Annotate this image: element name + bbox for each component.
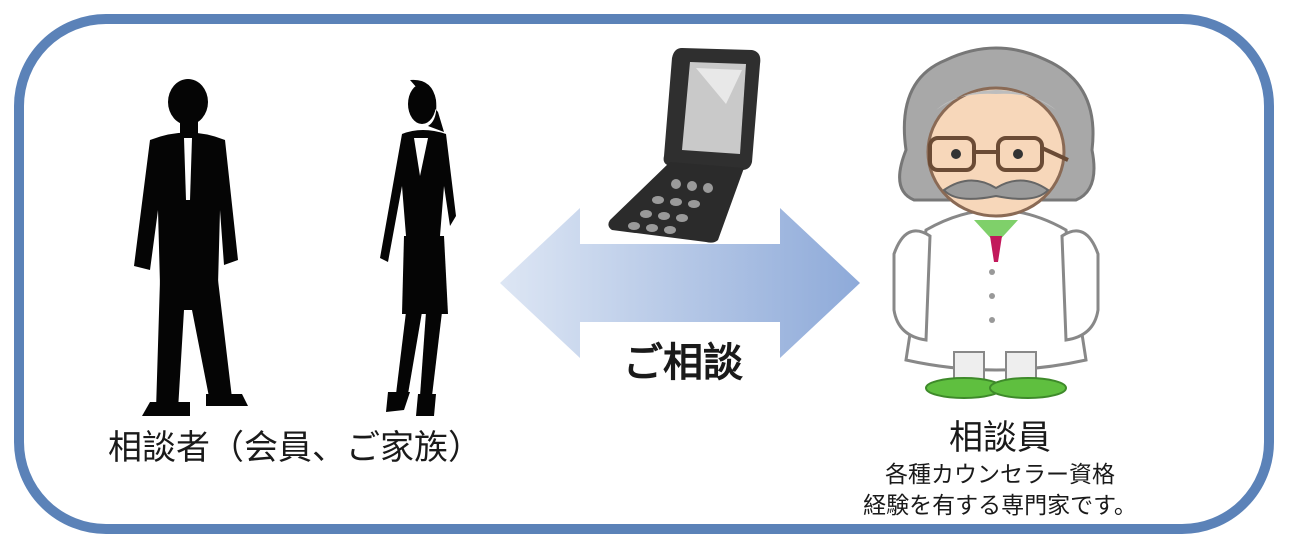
man-silhouette-icon	[134, 79, 248, 416]
consulter-caption: 相談者（会員、ご家族）	[108, 428, 482, 468]
counselor-doctor-icon	[892, 46, 1100, 399]
counselor-experience: 経験を有する専門家です。	[863, 493, 1137, 519]
counselor-qualification: 各種カウンセラー資格	[885, 462, 1115, 488]
consultation-label: ご相談	[623, 340, 743, 386]
mobile-phone-icon	[608, 48, 761, 243]
double-arrow-icon	[500, 208, 860, 358]
counselor-title: 相談員	[949, 418, 1051, 458]
woman-silhouette-icon	[380, 79, 456, 416]
